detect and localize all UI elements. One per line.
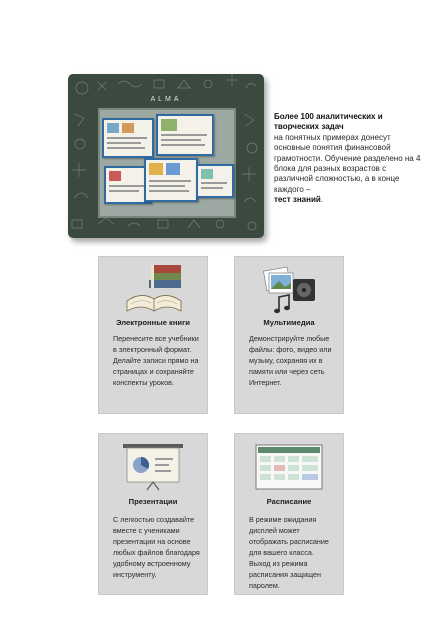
feature-description: С легкостью создавайте вместе с ученикам…: [113, 515, 200, 579]
presentation-icon: [123, 444, 183, 491]
schedule-icon: [255, 444, 323, 490]
lesson-card: [144, 158, 198, 202]
lesson-card: [102, 118, 154, 158]
feature-card-schedule: Расписание В режиме ожидания дисплей мож…: [234, 433, 344, 595]
feature-title: Мультимедиа: [263, 318, 315, 327]
interactive-board-image: ALMA: [68, 74, 264, 238]
books-icon: [126, 265, 182, 312]
intro-bold-tail: тест знаний: [274, 195, 321, 205]
feature-description: Демонстрируйте любые файлы: фото, видео …: [249, 334, 332, 387]
feature-description: Перенесите все учебники в электронный фо…: [113, 334, 199, 387]
intro-tail-punct: .: [320, 195, 324, 205]
chalk-doodles: [71, 74, 258, 231]
intro-bold-lead: Более 100 аналитических и творческих зад…: [274, 112, 383, 132]
feature-title: Презентации: [128, 497, 178, 506]
lesson-card: [196, 164, 234, 198]
board-screen: [98, 108, 236, 218]
feature-card-multimedia: Мультимедиа Демонстрируйте любые файлы: …: [234, 256, 344, 414]
feature-title: Расписание: [266, 497, 312, 506]
feature-card-presentations: Презентации С легкостью создавайте вмест…: [98, 433, 208, 595]
multimedia-icon: [262, 266, 315, 314]
feature-description: В режиме ожидания дисплей может отобража…: [249, 515, 329, 590]
intro-paragraph: Более 100 аналитических и творческих зад…: [274, 112, 424, 206]
feature-card-ebooks: Электронные книги Перенесите все учебник…: [98, 256, 208, 414]
lesson-card: [156, 114, 214, 156]
feature-title: Электронные книги: [116, 318, 190, 327]
intro-body: на понятных примерах донесут основные по…: [274, 132, 421, 194]
board-brand-label: ALMA: [150, 96, 182, 103]
